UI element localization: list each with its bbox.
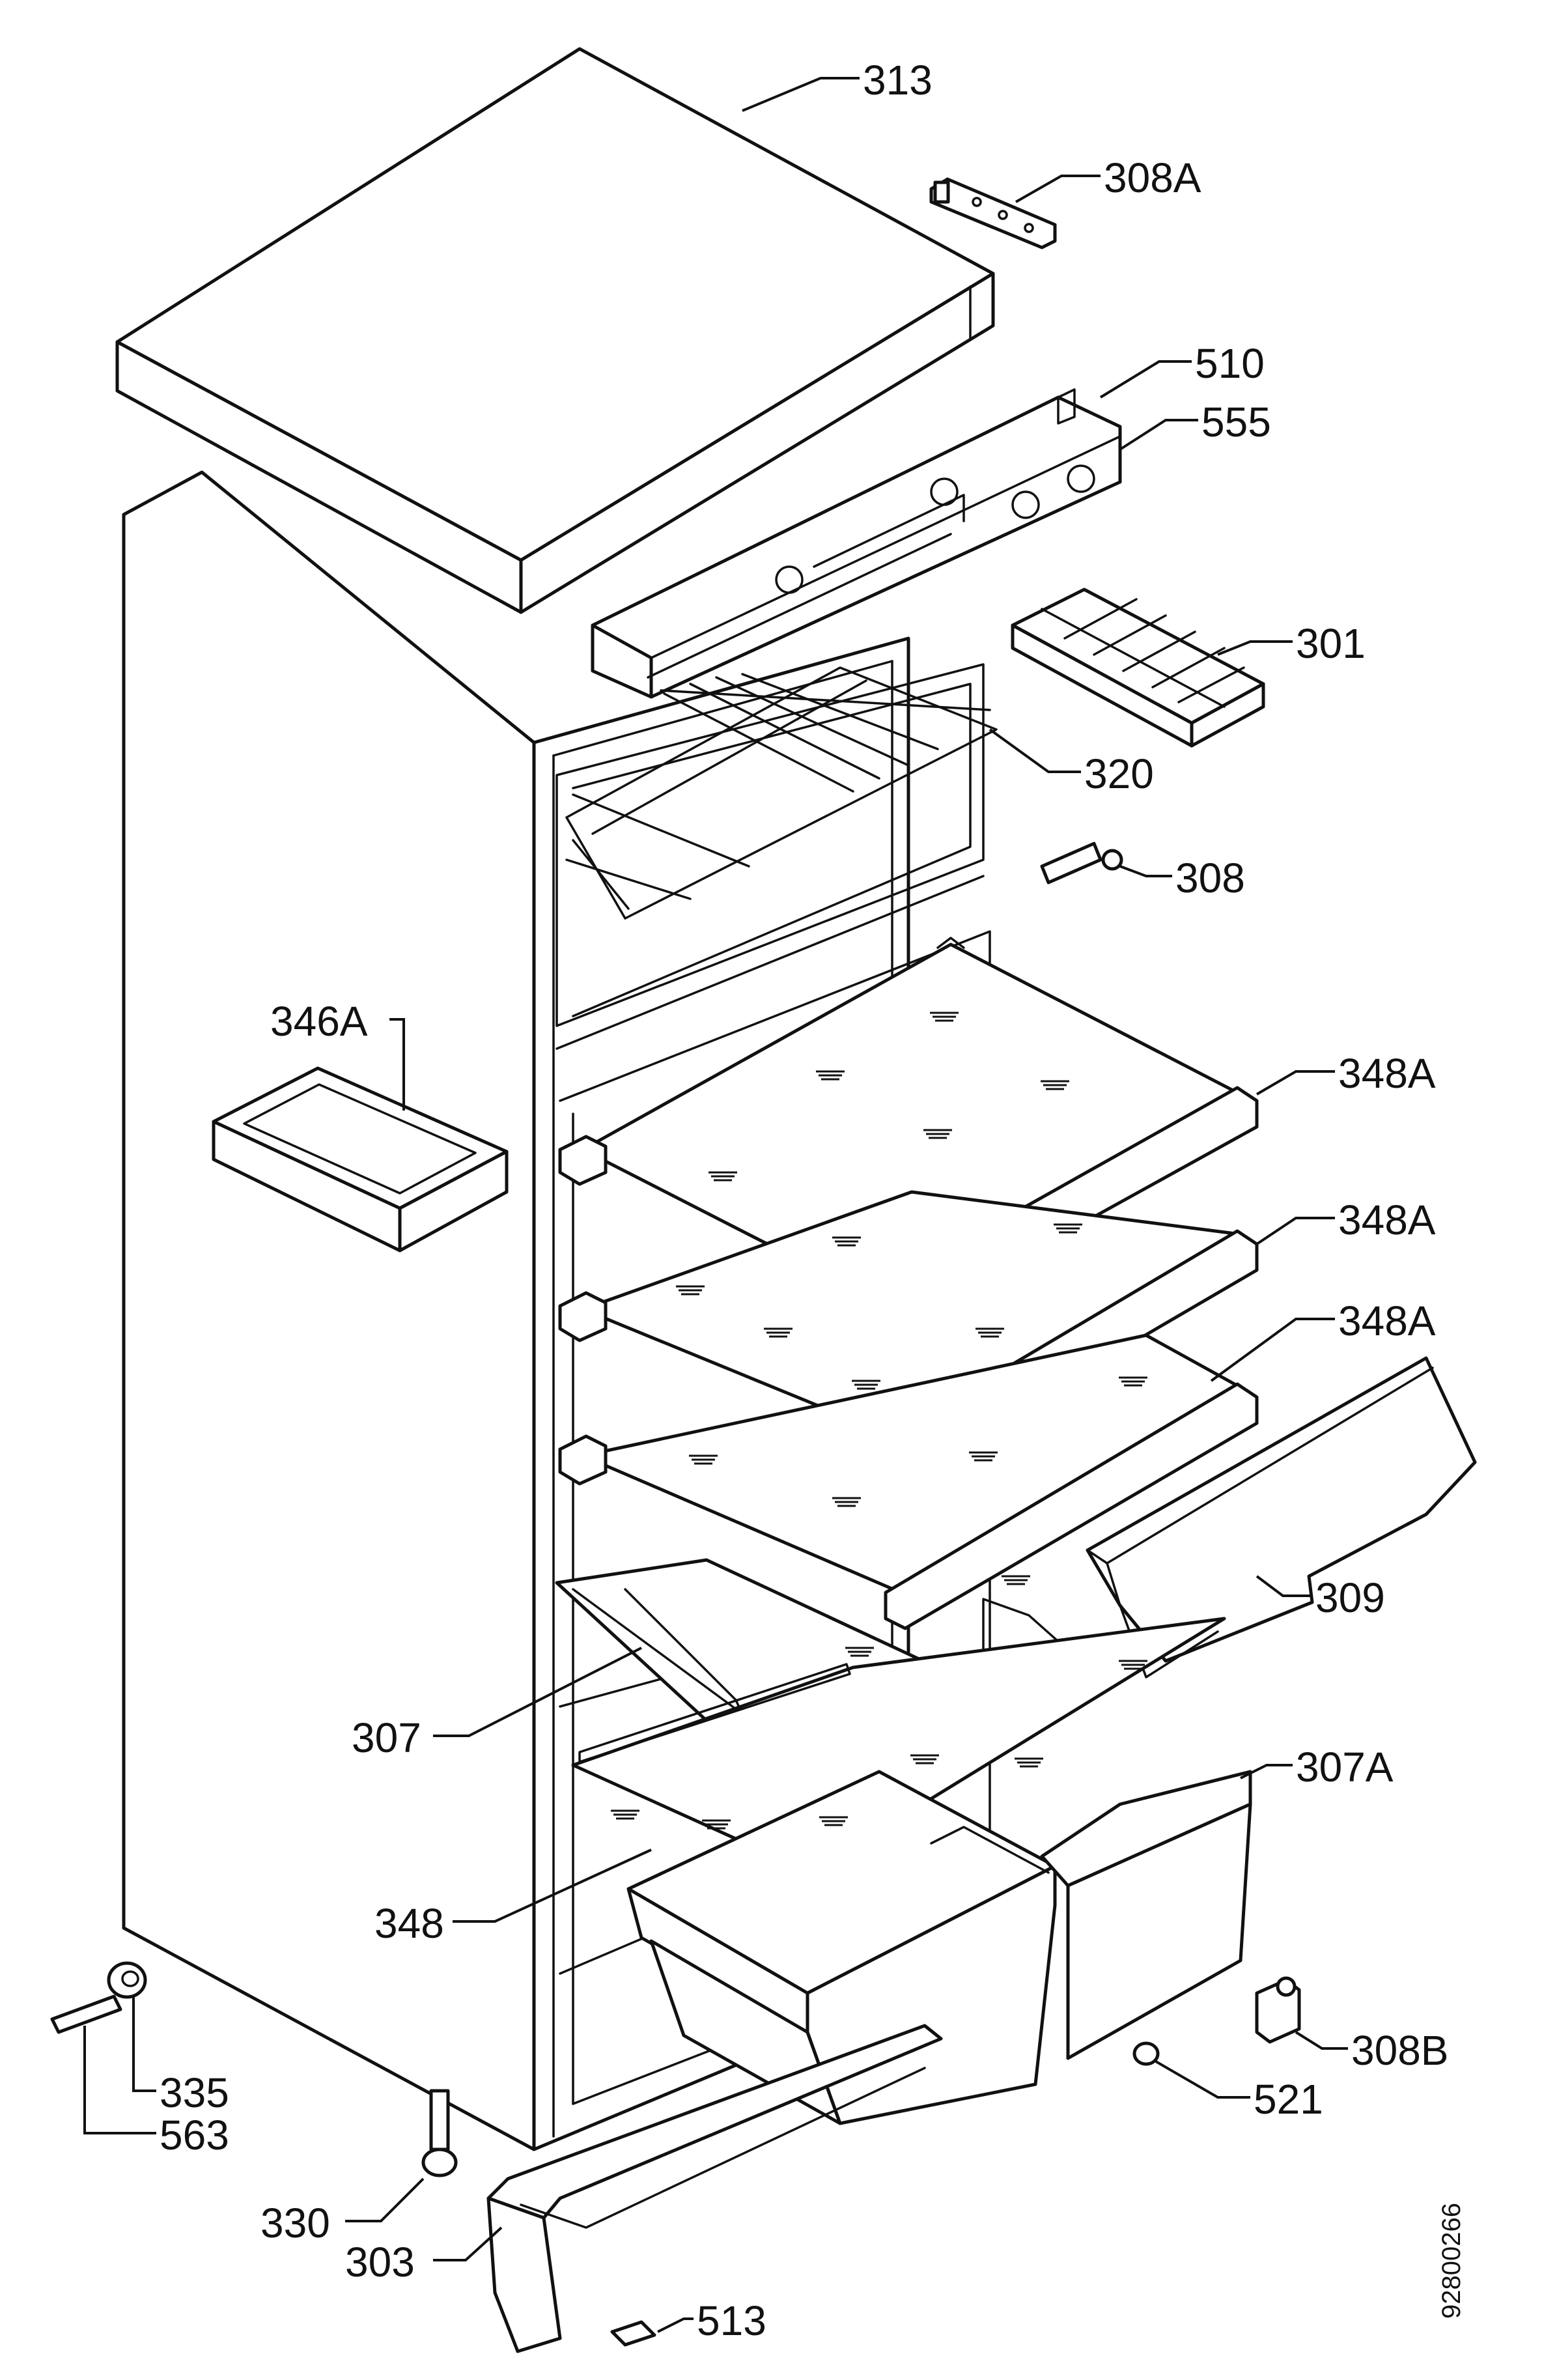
label-307A: 307A xyxy=(1296,1744,1394,1791)
plinth-303 xyxy=(486,2024,943,2353)
part-labels: 313 308A 510 555 301 320 308 346A 348A 3… xyxy=(160,57,1448,2344)
label-308: 308 xyxy=(1175,855,1245,901)
label-521: 521 xyxy=(1254,2076,1323,2123)
label-348A-3: 348A xyxy=(1338,1297,1436,1344)
hinge-308B xyxy=(1255,1976,1301,2044)
glass-marks xyxy=(611,1012,1147,1830)
label-308A: 308A xyxy=(1104,154,1201,201)
label-320: 320 xyxy=(1084,750,1154,797)
drawing-reference-number: 92800266 xyxy=(1437,2203,1466,2319)
label-301: 301 xyxy=(1296,620,1366,667)
label-309: 309 xyxy=(1315,1574,1385,1621)
glass-shelf-348A-low xyxy=(558,1333,1259,1630)
label-348A-2: 348A xyxy=(1338,1197,1436,1243)
leader-lines xyxy=(83,77,1348,2333)
label-555: 555 xyxy=(1201,399,1271,446)
adjustable-foot-330 xyxy=(421,2089,458,2177)
label-513: 513 xyxy=(697,2297,766,2344)
label-348A-1: 348A xyxy=(1338,1050,1436,1097)
door-tray-346A xyxy=(212,1066,509,1253)
button-521 xyxy=(1132,2041,1160,2066)
divider-309 xyxy=(1086,1356,1477,1679)
label-303: 303 xyxy=(345,2239,415,2286)
label-308B: 308B xyxy=(1351,2027,1448,2074)
bracket-308 xyxy=(1040,842,1123,885)
hinge-pin-563-bush-335 xyxy=(50,1961,147,2034)
freezer-shelf-320 xyxy=(565,666,998,920)
label-313: 313 xyxy=(863,57,933,104)
clip-513 xyxy=(610,2320,656,2347)
control-panel-510 xyxy=(591,388,1122,699)
label-510: 510 xyxy=(1195,340,1265,387)
hinge-308A xyxy=(929,177,1057,249)
label-335: 335 xyxy=(160,2069,229,2116)
label-307: 307 xyxy=(352,1714,421,1761)
label-563: 563 xyxy=(160,2112,229,2159)
top-cover-313 xyxy=(115,47,995,614)
label-348: 348 xyxy=(374,1900,444,1947)
glass-shelf-348 xyxy=(571,1617,1226,1875)
ice-tray-301 xyxy=(1011,588,1265,748)
label-330: 330 xyxy=(260,2200,330,2246)
label-346A: 346A xyxy=(270,998,368,1045)
